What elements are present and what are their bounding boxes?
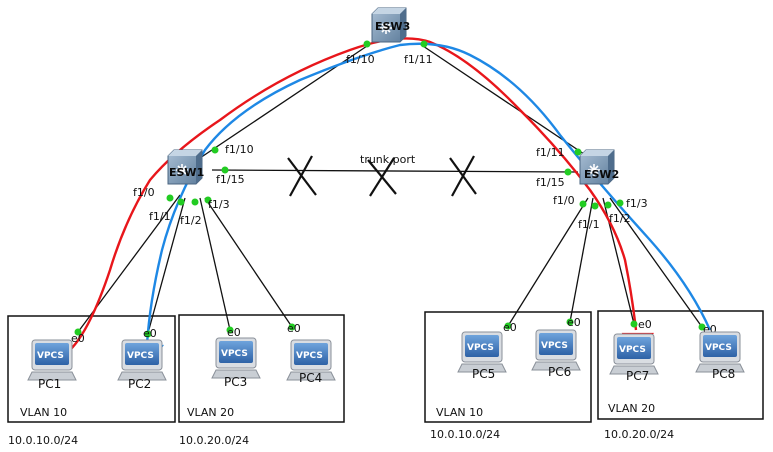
vpcs-icon-label: VPCS <box>37 351 64 361</box>
port-label-esw2-f1-11: f1/11 <box>536 146 565 159</box>
port-label-pc7-e0: e0 <box>638 318 652 331</box>
vpcs-icon-label: VPCS <box>221 349 248 359</box>
port-label-esw2-f1-15: f1/15 <box>536 176 565 189</box>
port-label-esw2-f1-3: f1/3 <box>626 197 648 210</box>
pc-6-label: PC6 <box>548 365 571 379</box>
links <box>77 43 703 334</box>
trunk-port-label: trunk port <box>360 153 416 166</box>
pc-5[interactable]: VPCS PC5 <box>457 331 507 381</box>
pc-8[interactable]: VPCS PC8 <box>695 331 745 381</box>
port-label-pc2-e0: e0 <box>143 327 157 340</box>
port-label-esw2-f1-1: f1/1 <box>578 218 600 231</box>
port-label-pc6-e0: e0 <box>567 316 581 329</box>
vlan-label-1: VLAN 10 <box>20 406 67 419</box>
vpcs-icon-label: VPCS <box>705 343 732 353</box>
pc-2-label: PC2 <box>128 377 151 391</box>
pc-6[interactable]: VPCS PC6 <box>531 329 581 379</box>
vpcs-icon-label: VPCS <box>467 343 494 353</box>
switch-esw3[interactable]: ESW3 <box>371 7 410 43</box>
switch-esw1[interactable]: ESW1 <box>167 149 204 185</box>
port-label-esw1-f1-3: f1/3 <box>208 198 230 211</box>
vpcs-icon-label: VPCS <box>296 351 323 361</box>
port-label-esw1-f1-10: f1/10 <box>225 143 254 156</box>
pc-5-label: PC5 <box>472 367 495 381</box>
pc-3[interactable]: VPCS PC3 <box>211 337 261 389</box>
link-esw1-pc3 <box>199 197 231 331</box>
port-label-pc1-e0: e0 <box>71 332 85 345</box>
link-esw3-esw2 <box>419 43 591 159</box>
pc-7-label: PC7 <box>626 369 649 383</box>
link-esw2-pc6 <box>569 197 594 323</box>
switch-esw1-label: ESW1 <box>169 166 204 179</box>
port-label-pc5-e0: e0 <box>503 321 517 334</box>
port-label-esw2-f1-2: f1/2 <box>609 212 631 225</box>
pc-8-label: PC8 <box>712 367 735 381</box>
pc-7[interactable]: VPCS PC7 <box>609 333 659 383</box>
blue-path-annotation <box>145 42 712 345</box>
port-label-esw1-f1-1: f1/1 <box>149 210 171 223</box>
vlan-label-2: VLAN 20 <box>187 406 234 419</box>
port-label-esw1-f1-15: f1/15 <box>216 173 245 186</box>
subnet-label-4: 10.0.20.0/24 <box>604 428 674 441</box>
vlan-group-box-4 <box>597 310 764 420</box>
port-label-esw3-f1-10: f1/10 <box>346 53 375 66</box>
vlan-label-4: VLAN 20 <box>608 402 655 415</box>
link-esw3-esw1 <box>199 43 371 159</box>
vlan-group-box-2 <box>178 314 345 423</box>
port-label-esw1-f1-2: f1/2 <box>180 214 202 227</box>
switch-esw2-label: ESW2 <box>584 168 619 181</box>
port-label-esw1-f1-0: f1/0 <box>133 186 155 199</box>
pc-4[interactable]: VPCS PC4 <box>286 339 336 385</box>
port-label-pc3-e0: e0 <box>227 326 241 339</box>
switch-esw3-label: ESW3 <box>375 20 410 33</box>
vpcs-icon-label: VPCS <box>541 341 568 351</box>
subnet-label-2: 10.0.20.0/24 <box>179 434 249 447</box>
port-label-esw2-f1-0: f1/0 <box>553 194 575 207</box>
vlan-label-3: VLAN 10 <box>436 406 483 419</box>
link-esw2-pc8 <box>609 197 703 328</box>
vlan-group-box-3 <box>424 311 592 423</box>
pc-3-label: PC3 <box>224 375 247 389</box>
vpcs-icon-label: VPCS <box>619 345 646 355</box>
link-esw1-pc2 <box>147 197 186 334</box>
subnet-label-3: 10.0.10.0/24 <box>430 428 500 441</box>
pc-1[interactable]: VPCS PC1 <box>27 339 77 391</box>
port-dots <box>74 40 706 338</box>
port-label-esw3-f1-11: f1/11 <box>404 53 433 66</box>
link-esw1-esw2-trunk <box>211 169 579 173</box>
pc-2[interactable]: VPCS PC2 <box>117 339 167 391</box>
port-label-pc4-e0: e0 <box>287 322 301 335</box>
switch-esw2[interactable]: ESW2 <box>579 149 619 185</box>
vpcs-icon-label: VPCS <box>127 351 154 361</box>
trunk-blocked-marks <box>287 155 477 197</box>
pc-4-label: PC4 <box>299 371 322 385</box>
link-esw1-pc4 <box>204 197 293 328</box>
pc-1-label: PC1 <box>38 377 61 391</box>
link-esw2-pc5 <box>507 197 589 327</box>
red-path-annotation <box>69 37 638 351</box>
subnet-label-1: 10.0.10.0/24 <box>8 434 78 447</box>
